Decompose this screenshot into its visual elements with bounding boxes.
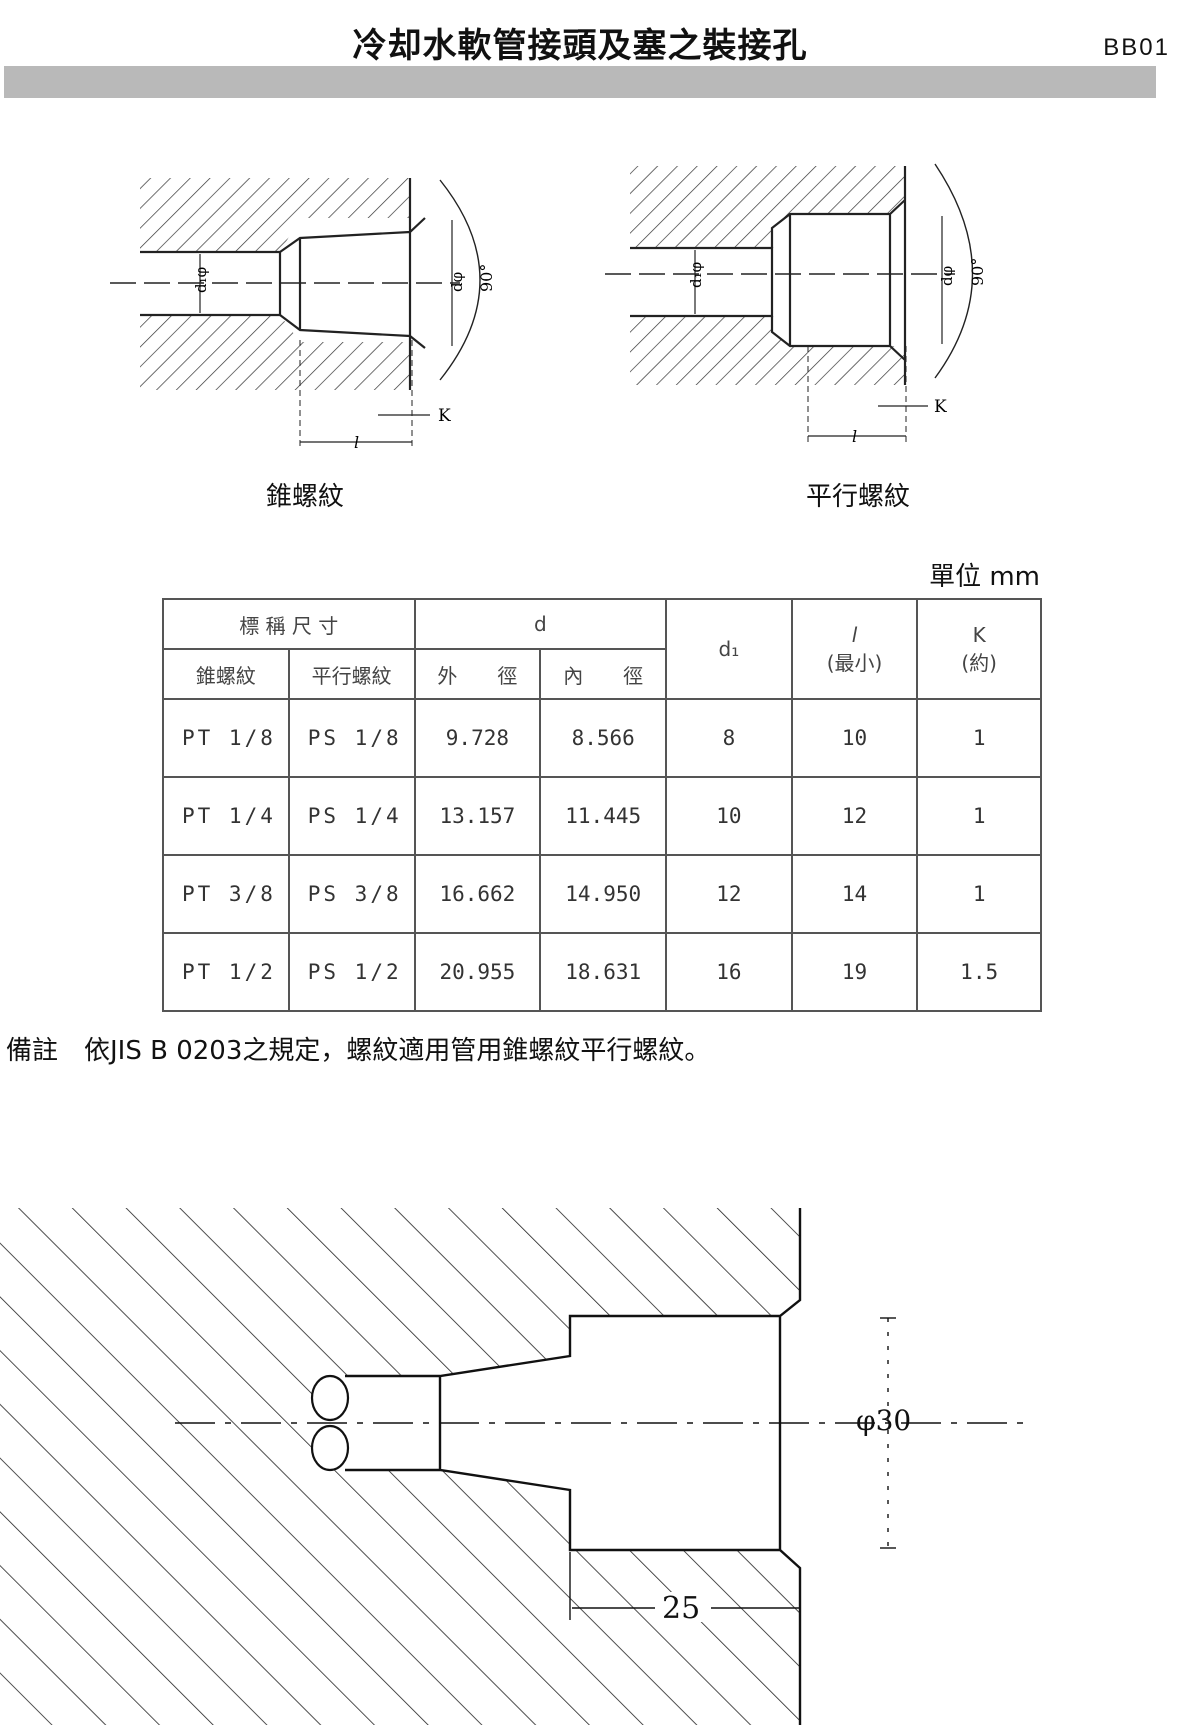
cell-outer: 16.662 bbox=[413, 854, 542, 934]
cell-k: 1.5 bbox=[916, 932, 1042, 1012]
header-d: d bbox=[413, 598, 668, 650]
cell-d1: 16 bbox=[665, 932, 793, 1012]
cell-d1: 10 bbox=[665, 776, 793, 856]
hatch-upper-left bbox=[140, 178, 410, 252]
header-outer-diameter: 外 徑 bbox=[413, 648, 542, 700]
cell-l: 14 bbox=[790, 854, 919, 934]
cell-pt: PT 1/4 bbox=[162, 776, 290, 856]
parallel-outline bbox=[770, 166, 907, 385]
cell-l: 12 bbox=[790, 776, 919, 856]
header-k: K (約) bbox=[916, 598, 1042, 700]
d1-label: d₁φ bbox=[687, 262, 705, 288]
unit-label: 單位 mm bbox=[929, 562, 1040, 592]
header-parallel-thread: 平行螺紋 bbox=[287, 648, 416, 700]
d-label: dφ bbox=[938, 266, 956, 286]
hatch-lower-right bbox=[630, 316, 905, 385]
pipe-end-upper bbox=[310, 1374, 350, 1422]
len-label: 25 bbox=[662, 1591, 700, 1626]
table-row: PT 3/8 PS 3/8 16.662 14.950 12 14 1 bbox=[162, 854, 1042, 934]
angle-arc bbox=[934, 163, 974, 379]
taper-caption: 錐螺紋 bbox=[266, 482, 345, 512]
cell-outer: 9.728 bbox=[413, 698, 542, 778]
angle-label: 90° bbox=[968, 258, 987, 286]
cell-inner: 14.950 bbox=[539, 854, 668, 934]
pipe-end-lower bbox=[310, 1424, 350, 1472]
header-d1: d₁ bbox=[665, 598, 793, 700]
header-l-symbol: l bbox=[851, 622, 858, 647]
cell-k: 1 bbox=[916, 776, 1042, 856]
l-label: l bbox=[354, 433, 359, 452]
header-band bbox=[4, 66, 1156, 98]
table-header-row-2: 錐螺紋 平行螺紋 外 徑 內 徑 bbox=[162, 648, 1041, 700]
cell-ps: PS 1/8 bbox=[287, 698, 416, 778]
cell-outer: 13.157 bbox=[413, 776, 542, 856]
thread-diagrams: d₁φ dφ 90° l K d₁φ dφ 90° l K bbox=[110, 163, 987, 452]
cell-inner: 11.445 bbox=[539, 776, 668, 856]
bore-edge-right bbox=[630, 246, 774, 318]
cell-pt: PT 3/8 bbox=[162, 854, 290, 934]
header-k-sub: (約) bbox=[961, 650, 997, 675]
cell-k: 1 bbox=[916, 854, 1042, 934]
angle-arc bbox=[439, 179, 481, 381]
cell-inner: 18.631 bbox=[539, 932, 668, 1012]
header-l: l (最小) bbox=[790, 598, 919, 700]
hatch-lower-left bbox=[140, 315, 410, 390]
cell-l: 19 bbox=[790, 932, 919, 1012]
cell-k: 1 bbox=[916, 698, 1042, 778]
len-label-bg bbox=[655, 1592, 711, 1622]
parallel-caption: 平行螺紋 bbox=[806, 482, 911, 512]
table-row: PT 1/8 PS 1/8 9.728 8.566 8 10 1 bbox=[162, 698, 1042, 778]
table-row: PT 1/4 PS 1/4 13.157 11.445 10 12 1 bbox=[162, 776, 1042, 856]
cell-ps: PS 1/4 bbox=[287, 776, 416, 856]
cell-inner: 8.566 bbox=[539, 698, 668, 778]
d-label: dφ bbox=[448, 272, 466, 292]
cell-ps: PS 1/2 bbox=[287, 932, 416, 1012]
document-code: BB01 bbox=[1103, 34, 1170, 61]
remark-note: 備註 依JIS B 0203之規定，螺紋適用管用錐螺紋平行螺紋。 bbox=[6, 1036, 711, 1066]
header-inner-diameter: 內 徑 bbox=[539, 648, 668, 700]
plug-outline bbox=[345, 1208, 802, 1725]
table-row: PT 1/2 PS 1/2 20.955 18.631 16 19 1.5 bbox=[162, 932, 1042, 1012]
cell-d1: 12 bbox=[665, 854, 793, 934]
cell-pt: PT 1/8 bbox=[162, 698, 290, 778]
taper-outline bbox=[279, 178, 426, 390]
hatched-body bbox=[0, 1208, 800, 1725]
dimension-table: 標 稱 尺 寸 d d₁ l (最小) K (約) 錐螺紋 平行螺紋 外 徑 內… bbox=[162, 598, 1042, 1012]
header-nominal-size: 標 稱 尺 寸 bbox=[162, 598, 416, 650]
table-header-row-1: 標 稱 尺 寸 d d₁ l (最小) K (約) bbox=[162, 598, 1042, 700]
plug-hole-diagram: φ30 25 bbox=[0, 1208, 1025, 1725]
parallel-thread-diagram: d₁φ dφ 90° l K bbox=[605, 163, 987, 446]
page-title: 冷却水軟管接頭及塞之裝接孔 bbox=[352, 26, 808, 66]
header-taper-thread: 錐螺紋 bbox=[162, 648, 290, 700]
taper-thread-diagram: d₁φ dφ 90° l K bbox=[110, 178, 496, 452]
cell-l: 10 bbox=[790, 698, 919, 778]
k-label: K bbox=[934, 397, 947, 417]
header-l-sub: (最小) bbox=[826, 650, 883, 675]
cell-ps: PS 3/8 bbox=[287, 854, 416, 934]
cell-pt: PT 1/2 bbox=[162, 932, 290, 1012]
d1-label: d₁φ bbox=[192, 267, 210, 293]
cell-outer: 20.955 bbox=[413, 932, 542, 1012]
header-k-symbol: K bbox=[972, 622, 986, 647]
cell-d1: 8 bbox=[665, 698, 793, 778]
k-label: K bbox=[438, 406, 451, 426]
dia-label: φ30 bbox=[856, 1404, 911, 1437]
l-label: l bbox=[852, 427, 857, 446]
angle-label: 90° bbox=[477, 264, 496, 292]
hatch-upper-right bbox=[630, 166, 905, 248]
